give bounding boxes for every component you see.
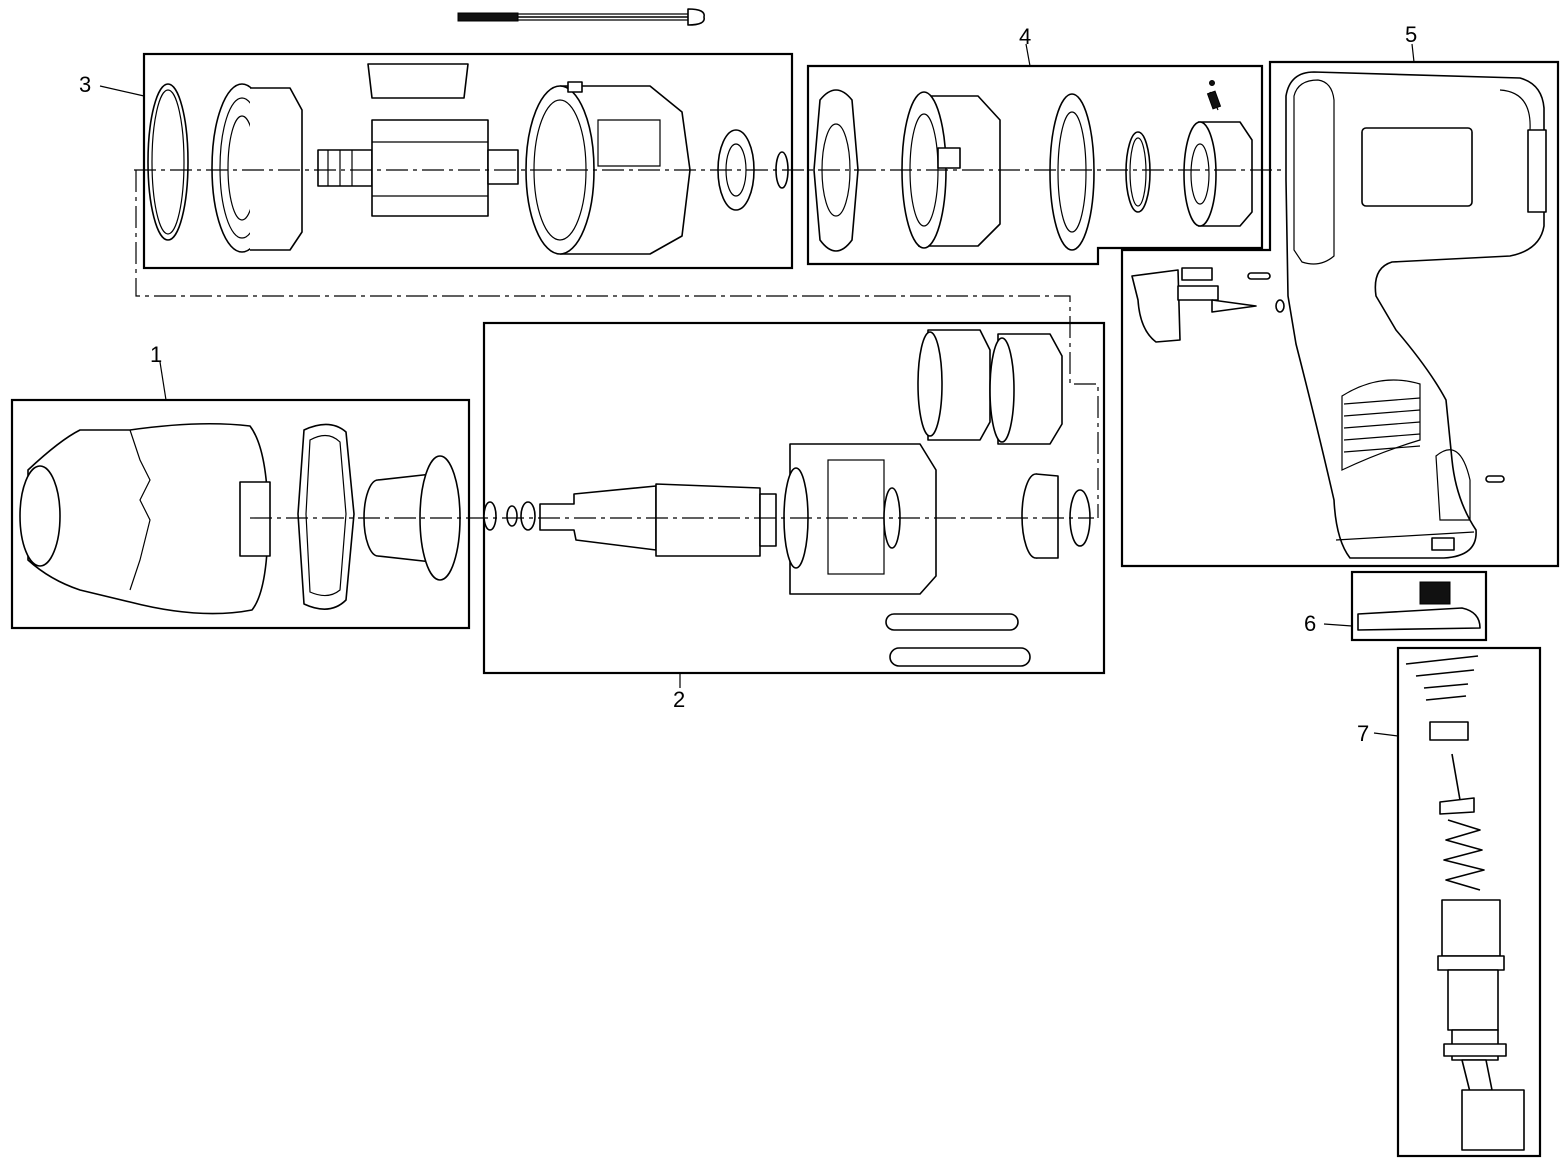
group-2-frame — [482, 321, 1106, 675]
callout-1: 1 — [150, 342, 162, 367]
callout-4: 4 — [1019, 24, 1031, 49]
tie-rod-part — [457, 8, 705, 26]
callout-6: 6 — [1304, 611, 1316, 636]
callout-3: 3 — [79, 72, 91, 97]
assembly-group-3 — [142, 52, 794, 270]
callout-leaders — [99, 43, 1415, 737]
callout-2: 2 — [673, 687, 685, 712]
assembly-group-2 — [482, 321, 1106, 675]
assembly-group-7 — [1396, 646, 1542, 1158]
assembly-centerlines — [134, 169, 1282, 519]
assembly-group-6 — [1350, 570, 1488, 642]
group-4-frame — [806, 64, 1264, 266]
callout-5: 5 — [1405, 22, 1417, 47]
group-5-frame — [1120, 60, 1560, 568]
assembly-group-1 — [10, 398, 471, 630]
group-6-frame — [1350, 570, 1488, 642]
callout-7: 7 — [1357, 721, 1369, 746]
assembly-group-5 — [1120, 60, 1560, 568]
group-7-frame — [1396, 646, 1542, 1158]
group-1-frame — [10, 398, 471, 630]
group-3-frame — [142, 52, 794, 270]
assembly-group-4 — [806, 64, 1264, 266]
